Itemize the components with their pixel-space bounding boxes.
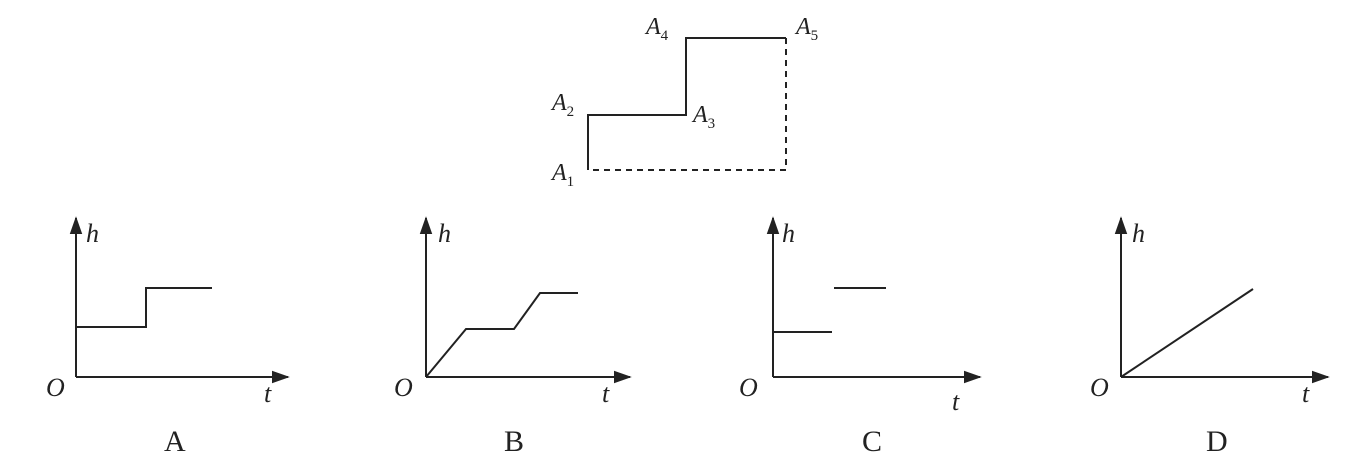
graph-c: h t O C xyxy=(739,216,982,458)
option-label: D xyxy=(1206,425,1228,458)
graph-d: h t O D xyxy=(1090,216,1330,458)
path-figure: A1 A2 A3 A4 A5 xyxy=(550,14,818,190)
point-label-a2: A2 xyxy=(550,90,574,120)
graph-curve xyxy=(76,287,212,328)
origin-label: O xyxy=(394,373,413,402)
x-axis-label: t xyxy=(1302,379,1310,408)
option-label: A xyxy=(164,425,186,458)
path-dashed xyxy=(588,38,787,171)
graph-b: h t O B xyxy=(394,216,632,458)
x-axis-label: t xyxy=(602,379,610,408)
graph-a: h t O A xyxy=(46,216,290,458)
point-label-a4: A4 xyxy=(644,14,669,44)
point-label-a3: A3 xyxy=(691,102,715,132)
y-axis-label: h xyxy=(438,219,451,248)
path-solid xyxy=(587,37,786,170)
graph-curve xyxy=(1120,288,1254,378)
x-axis-label: t xyxy=(952,387,960,416)
origin-label: O xyxy=(1090,373,1109,402)
origin-label: O xyxy=(46,373,65,402)
y-axis-label: h xyxy=(86,219,99,248)
origin-label: O xyxy=(739,373,758,402)
point-label-a5: A5 xyxy=(794,14,818,44)
y-axis-label: h xyxy=(1132,219,1145,248)
graph-curve xyxy=(425,292,578,378)
y-axis-label: h xyxy=(782,219,795,248)
option-label: C xyxy=(862,425,882,458)
x-axis-label: t xyxy=(264,379,272,408)
point-label-a1: A1 xyxy=(550,160,574,190)
option-label: B xyxy=(504,425,524,458)
